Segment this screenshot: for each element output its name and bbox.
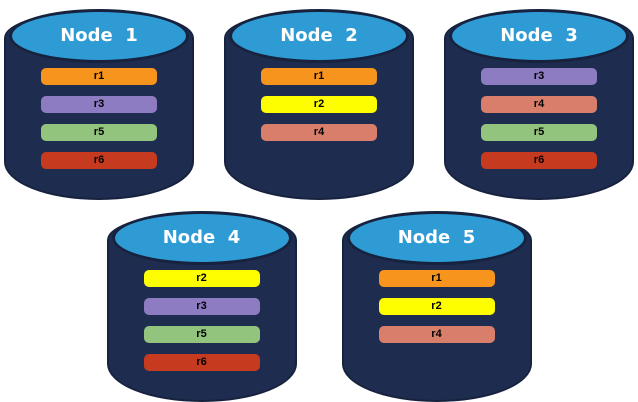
replica-label: r6 [533,154,545,166]
replica-label: r1 [431,272,442,284]
database-node-4: Node 4 r2 r3 r5 r6 [106,207,297,402]
replica-bar-r2: r2 [378,298,495,315]
replica-bar-r1: r1 [261,68,377,85]
node-title: Node 4 [162,226,241,248]
node-title: Node 1 [60,24,138,46]
node-title: Node 3 [500,24,578,46]
replica-label: r3 [196,300,207,312]
node-title: Node 5 [397,226,476,248]
replica-bar-r5: r5 [41,124,157,141]
replica-bar-r5: r5 [143,326,260,343]
replica-bar-r6: r6 [481,152,597,169]
replica-bar-r3: r3 [41,96,157,113]
cylinder-top-ellipse: Node 2 [229,9,409,63]
replica-label: r4 [431,328,442,340]
cylinder-top-ellipse: Node 4 [111,211,292,265]
replica-label: r5 [533,126,545,138]
replica-label: r4 [533,98,545,110]
cylinder-top-ellipse: Node 5 [346,211,527,265]
replica-label: r5 [93,126,105,138]
replica-bar-r4: r4 [378,326,495,343]
replica-bar-r4: r4 [261,124,377,141]
cylinder-top-ellipse: Node 3 [449,9,629,63]
replica-label: r1 [93,70,105,82]
replica-list: r1 r2 r4 [224,68,414,141]
replica-label: r2 [313,98,325,110]
replica-bar-r2: r2 [143,270,260,287]
bottom-node-row: Node 4 r2 r3 r5 r6 Node 5 r1 r2 r4 [0,207,638,402]
replica-bar-r6: r6 [41,152,157,169]
replica-label: r4 [313,126,325,138]
database-node-3: Node 3 r3 r4 r5 r6 [444,5,634,200]
database-node-5: Node 5 r1 r2 r4 [341,207,532,402]
replica-bar-r2: r2 [261,96,377,113]
replica-bar-r5: r5 [481,124,597,141]
database-node-1: Node 1 r1 r3 r5 r6 [4,5,194,200]
node-title: Node 2 [280,24,358,46]
replica-label: r2 [431,300,442,312]
replica-bar-r3: r3 [143,298,260,315]
database-node-2: Node 2 r1 r2 r4 [224,5,414,200]
replica-list: r1 r2 r4 [342,270,532,343]
replica-label: r3 [533,70,545,82]
replica-label: r5 [196,328,207,340]
replica-bar-r1: r1 [378,270,495,287]
replica-bar-r3: r3 [481,68,597,85]
replica-label: r6 [93,154,105,166]
replica-list: r2 r3 r5 r6 [107,270,297,371]
replica-bar-r1: r1 [41,68,157,85]
replica-label: r2 [196,272,207,284]
replica-label: r6 [196,356,207,368]
replica-bar-r4: r4 [481,96,597,113]
top-node-row: Node 1 r1 r3 r5 r6 Node 2 r1 r2 r4 Node … [0,5,638,200]
replica-list: r1 r3 r5 r6 [4,68,194,169]
replica-label: r1 [313,70,325,82]
replica-label: r3 [93,98,105,110]
replica-list: r3 r4 r5 r6 [444,68,634,169]
replica-bar-r6: r6 [143,354,260,371]
cylinder-top-ellipse: Node 1 [9,9,189,63]
